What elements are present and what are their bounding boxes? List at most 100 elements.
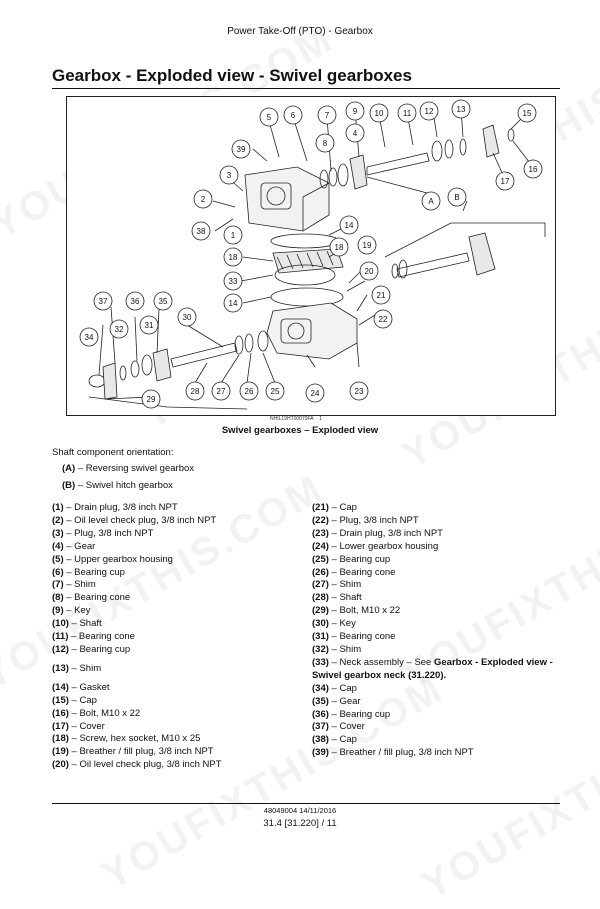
cross-reference-link[interactable]: Gearbox - Exploded view - Swivel gearbox… <box>312 656 553 681</box>
callout-27: 27 <box>211 381 231 401</box>
figure-caption: Swivel gearboxes – Exploded view <box>221 425 379 436</box>
callout-2: 2 <box>193 189 213 209</box>
footer-doc-number: 48049004 14/11/2016 <box>263 806 337 815</box>
callout-38: 38 <box>191 221 211 241</box>
list-item: (10) – Shaft <box>52 618 102 630</box>
svg-text:33: 33 <box>229 277 238 286</box>
list-item: (20) – Oil level check plug, 3/8 inch NP… <box>52 759 222 771</box>
svg-text:3: 3 <box>227 171 232 180</box>
callout-26: 26 <box>239 381 259 401</box>
svg-text:26: 26 <box>245 387 254 396</box>
list-item: (30) – Key <box>312 618 356 630</box>
callout-24: 24 <box>305 383 325 403</box>
callout-18b: 18 <box>329 237 349 257</box>
list-item: (5) – Upper gearbox housing <box>52 553 173 565</box>
exploded-view-figure: 5 6 7 9 10 11 12 13 15 16 17 8 4 39 3 2 … <box>66 96 556 416</box>
list-item: (16) – Bolt, M10 x 22 <box>52 707 141 719</box>
svg-text:8: 8 <box>323 139 328 148</box>
parts-list-left: (1) – Drain plug, 3/8 inch NPT (2) – Oil… <box>52 502 302 772</box>
svg-text:14: 14 <box>229 299 238 308</box>
callout-16: 16 <box>523 159 543 179</box>
list-item: (8) – Bearing cone <box>52 592 131 604</box>
title-divider <box>52 88 560 89</box>
svg-text:32: 32 <box>115 325 124 334</box>
svg-text:29: 29 <box>147 395 156 404</box>
callout-14b: 14 <box>223 293 243 313</box>
svg-text:22: 22 <box>379 315 388 324</box>
list-item: (13) – Shim <box>52 662 102 674</box>
footer-divider <box>52 803 560 804</box>
callout-39: 39 <box>231 139 251 159</box>
callout-7: 7 <box>317 105 337 125</box>
callout-28: 28 <box>185 381 205 401</box>
callout-4: 4 <box>345 123 365 143</box>
list-item: (4) – Gear <box>52 540 96 552</box>
callout-5: 5 <box>259 107 279 127</box>
callout-15: 15 <box>517 103 537 123</box>
list-item: (2) – Oil level check plug, 3/8 inch NPT <box>52 514 217 526</box>
list-item: (39) – Breather / fill plug, 3/8 inch NP… <box>312 747 474 759</box>
svg-text:18: 18 <box>229 253 238 262</box>
callout-10: 10 <box>369 103 389 123</box>
callout-8: 8 <box>315 133 335 153</box>
svg-text:25: 25 <box>271 387 280 396</box>
callout-11: 11 <box>397 103 417 123</box>
page-header: Power Take-Off (PTO) - Gearbox <box>227 26 373 37</box>
svg-text:4: 4 <box>353 129 358 138</box>
callout-13: 13 <box>451 99 471 119</box>
list-item: (29) – Bolt, M10 x 22 <box>312 605 401 617</box>
svg-text:15: 15 <box>523 109 532 118</box>
svg-text:1: 1 <box>231 231 236 240</box>
svg-text:16: 16 <box>529 165 538 174</box>
figure-id: NHIL19HT00079FA 1 <box>270 416 322 422</box>
list-item: (38) – Cap <box>312 734 357 746</box>
svg-text:B: B <box>454 193 459 202</box>
callout-A: A <box>421 191 441 211</box>
callout-19: 19 <box>357 235 377 255</box>
svg-text:21: 21 <box>377 291 386 300</box>
list-item: (15) – Cap <box>52 694 97 706</box>
list-item: (33) – Neck assembly – See Gearbox - Exp… <box>312 656 553 681</box>
callout-22: 22 <box>373 309 393 329</box>
list-item: (31) – Bearing cone <box>312 631 396 643</box>
orientation-item: (B) – Swivel hitch gearbox <box>62 480 173 491</box>
list-item: (34) – Cap <box>312 682 357 694</box>
svg-text:35: 35 <box>159 297 168 306</box>
svg-text:18: 18 <box>335 243 344 252</box>
svg-text:38: 38 <box>197 227 206 236</box>
list-item: (21) – Cap <box>312 502 357 513</box>
svg-text:7: 7 <box>325 111 330 120</box>
svg-text:A: A <box>428 197 434 206</box>
callout-14: 14 <box>339 215 359 235</box>
list-item: (26) – Bearing cone <box>312 566 396 578</box>
list-item: (36) – Bearing cup <box>312 708 391 720</box>
svg-text:28: 28 <box>191 387 200 396</box>
callout-17: 17 <box>495 171 515 191</box>
list-item: (22) – Plug, 3/8 inch NPT <box>312 514 419 526</box>
svg-text:9: 9 <box>353 107 358 116</box>
svg-text:10: 10 <box>375 109 384 118</box>
callout-30: 30 <box>177 307 197 327</box>
callout-18: 18 <box>223 247 243 267</box>
callout-32: 32 <box>109 319 129 339</box>
callout-34: 34 <box>79 327 99 347</box>
svg-text:2: 2 <box>201 195 206 204</box>
svg-text:34: 34 <box>85 333 94 342</box>
list-item: (35) – Gear <box>312 695 361 707</box>
svg-text:14: 14 <box>345 221 354 230</box>
svg-text:12: 12 <box>425 107 434 116</box>
footer-page-number: 31.4 [31.220] / 11 <box>263 818 337 829</box>
list-item: (18) – Screw, hex socket, M10 x 25 <box>52 733 201 745</box>
svg-text:17: 17 <box>501 177 510 186</box>
callout-1: 1 <box>223 225 243 245</box>
list-item: (24) – Lower gearbox housing <box>312 540 439 552</box>
list-item: (17) – Cover <box>52 720 105 732</box>
list-item: (19) – Breather / fill plug, 3/8 inch NP… <box>52 746 214 758</box>
callout-20: 20 <box>359 261 379 281</box>
callout-35: 35 <box>153 291 173 311</box>
svg-text:31: 31 <box>145 321 154 330</box>
list-item: (23) – Drain plug, 3/8 inch NPT <box>312 527 443 539</box>
svg-text:19: 19 <box>363 241 372 250</box>
svg-text:11: 11 <box>403 109 412 118</box>
list-item: (28) – Shaft <box>312 592 362 604</box>
